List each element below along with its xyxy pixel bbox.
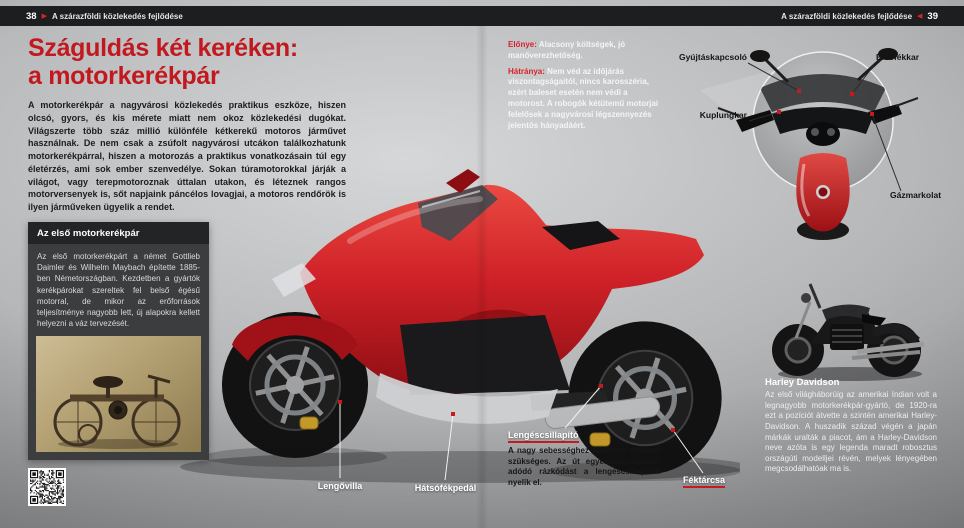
headlight [272,263,316,297]
chapter-title-right: A szárazföldi közlekedés fejlődése [781,11,913,21]
rear-fender [870,323,920,344]
header-left: 38 ▶ A szárazföldi közlekedés fejlődése [26,11,183,22]
arrow-left-icon: ◀ [917,12,923,20]
callout-label-brake-disc: Féktárcsa [664,475,744,488]
arrow-right-icon: ▶ [41,12,47,20]
callout-label-shock-absorber: Lengéscsillapító [508,430,579,443]
callout-label-rear-brake-pedal: Hátsófékpedál [414,483,477,493]
windscreen [418,185,498,241]
advantage-text: Alacsony költségek, jó manőverezhetőség. [508,40,626,60]
rear-brake-caliper [589,432,611,447]
left-mirror [750,50,770,62]
harley-tank [822,304,870,320]
disadvantage-text: Nem véd az időjárás viszontagságaitól, n… [508,66,659,130]
scooter-illustration [700,48,919,240]
first-motorcycle-photo [36,336,201,453]
first-motorcycle-title: Az első motorkerékpár [28,222,209,244]
advantage-label: Előnye: [508,40,537,49]
front-fender [232,315,358,361]
daimler-reitwagen-illustration [53,374,181,450]
first-motorcycle-box: Az első motorkerékpár Az első motorkerék… [28,222,209,461]
seat [542,221,620,250]
page-header: 38 ▶ A szárazföldi közlekedés fejlődése … [0,6,964,26]
front-wheel [222,312,368,458]
harley-engine [830,324,864,350]
qr-modules [30,470,64,504]
disadvantage-label: Hátránya: [508,66,545,76]
header-right: A szárazföldi közlekedés fejlődése ◀ 39 [781,11,938,22]
callout-label-throttle-grip: Gázmarkolat [890,190,942,200]
harley-title: Harley Davidson [765,377,840,388]
harley-illustration [772,283,925,381]
qr-code-svg [30,470,64,504]
detail-circle [752,51,894,193]
page-number-left: 38 [26,10,37,22]
mirror [446,169,480,193]
page-title-line2: a motorkerékpár [28,62,220,90]
callout-label-front-brake-lever: Elsőfékkar [876,52,919,62]
harley-seat [862,314,886,326]
shock-absorber-paragraph: A nagy sebességhez tökéletes úttartás sz… [508,446,660,487]
callout-beam [700,56,823,188]
page-number-right: 39 [927,10,938,22]
right-grip [868,104,902,124]
exhaust [544,396,661,429]
callout-label-swing-fork: Lengővilla [317,481,363,491]
page-title: Száguldás két keréken: a motorkerékpár [28,34,298,90]
page-title-line1: Száguldás két keréken: [28,34,298,62]
intro-paragraph: A motorkerékpár a nagyvárosi közlekedés … [28,100,346,213]
callout-label-ignition-switch: Gyújtáskapcsoló [678,52,747,62]
console [806,122,840,146]
harley-paragraph: Az első világháborúig az amerikai Indian… [765,390,937,474]
callout-label-clutch-lever: Kuplungkar [699,110,747,120]
exhaust-pipe [856,341,925,355]
pros-cons-block: Előnye: Alacsony költségek, jó manőverez… [508,40,666,136]
tank-emblem [818,187,828,197]
center-fold [476,26,488,528]
qr-code [28,468,66,506]
brake-disc-label-text: Féktárcsa [682,475,726,488]
front-brake-caliper [299,416,319,430]
handlebar [772,107,874,134]
fuel-tank [796,153,850,232]
engine [400,315,570,395]
first-motorcycle-body: Az első motorkerékpárt a német Gottlieb … [37,252,200,329]
chapter-title-left: A szárazföldi közlekedés fejlődése [51,11,183,21]
scooter-windscreen [760,74,886,112]
bike-fairing [300,184,704,395]
brake-lever [895,97,919,107]
harley-handlebar [808,283,822,309]
harley-headlight [801,293,811,303]
shock-absorber-label-text: Lengéscsillapító [508,430,579,443]
